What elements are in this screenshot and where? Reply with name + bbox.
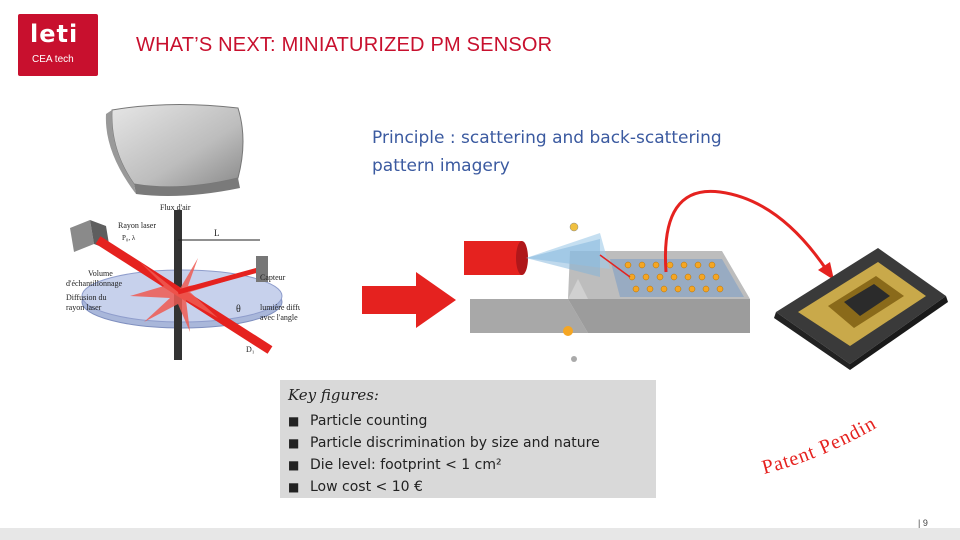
sensor-principle-image [464,222,750,362]
scattering-diagram: Flux d'air Rayon laser P₀, λ Volume d'éc… [66,203,300,360]
key-figure-text: Low cost < 10 € [310,479,423,495]
label-rayon: Rayon laser [118,221,156,230]
label-capteur: Capteur [260,273,286,282]
page-number: | 9 [918,518,928,528]
list-item: ■ Particle discrimination by size and nat… [288,432,600,454]
bullet-icon: ■ [288,480,300,494]
list-item: ■ Particle counting [288,410,600,432]
leti-logo: leti CEA tech [18,14,98,76]
patent-pending-stamp: Patent Pending [760,420,880,479]
list-item: ■ Low cost < 10 € [288,476,600,498]
key-figure-text: Particle counting [310,413,428,429]
label-lumiere-1: lumière diffusée [260,303,300,312]
logo-word: leti [30,20,79,48]
patent-text: Patent Pending [760,420,879,479]
label-volume-2: d'échantillonnage [66,279,123,288]
bullet-icon: ■ [288,414,300,428]
bullet-icon: ■ [288,436,300,450]
label-diffusion-2: rayon laser [66,303,102,312]
svg-text:Patent Pending: Patent Pending [760,420,880,479]
principle-line-1: Principle : scattering and back-scatteri… [372,128,722,148]
key-figures-box: Key figures: ■ Particle counting ■ Particl… [280,380,656,498]
label-theta: θ [236,304,241,315]
label-L: L [214,228,220,238]
label-flux: Flux d'air [160,203,191,212]
key-figures-heading: Key figures: [288,386,379,404]
label-lumiere-2: avec l'angle θ [260,313,300,322]
label-param: P₀, λ [122,234,136,242]
principle-text: Principle : scattering and back-scatteri… [372,124,792,180]
principle-line-2: pattern imagery [372,156,510,176]
chip-image [774,248,948,370]
sensor-device-image [105,103,244,196]
label-D: D₁ [246,345,255,354]
slide-title: WHAT’S NEXT: MINIATURIZED PM SENSOR [136,34,553,56]
bullet-icon: ■ [288,458,300,472]
key-figure-text: Die level: footprint < 1 cm² [310,457,502,473]
big-red-arrow [362,272,456,328]
label-diffusion-1: Diffusion du [66,293,107,302]
label-volume-1: Volume [88,269,113,278]
logo-sub: CEA tech [32,54,74,65]
list-item: ■ Die level: footprint < 1 cm² [288,454,600,476]
key-figure-text: Particle discrimination by size and natu… [310,435,600,451]
footer-bar [0,528,960,540]
curved-pointer-arrow [663,189,834,280]
key-figures-list: ■ Particle counting ■ Particle discriminat… [288,410,600,498]
